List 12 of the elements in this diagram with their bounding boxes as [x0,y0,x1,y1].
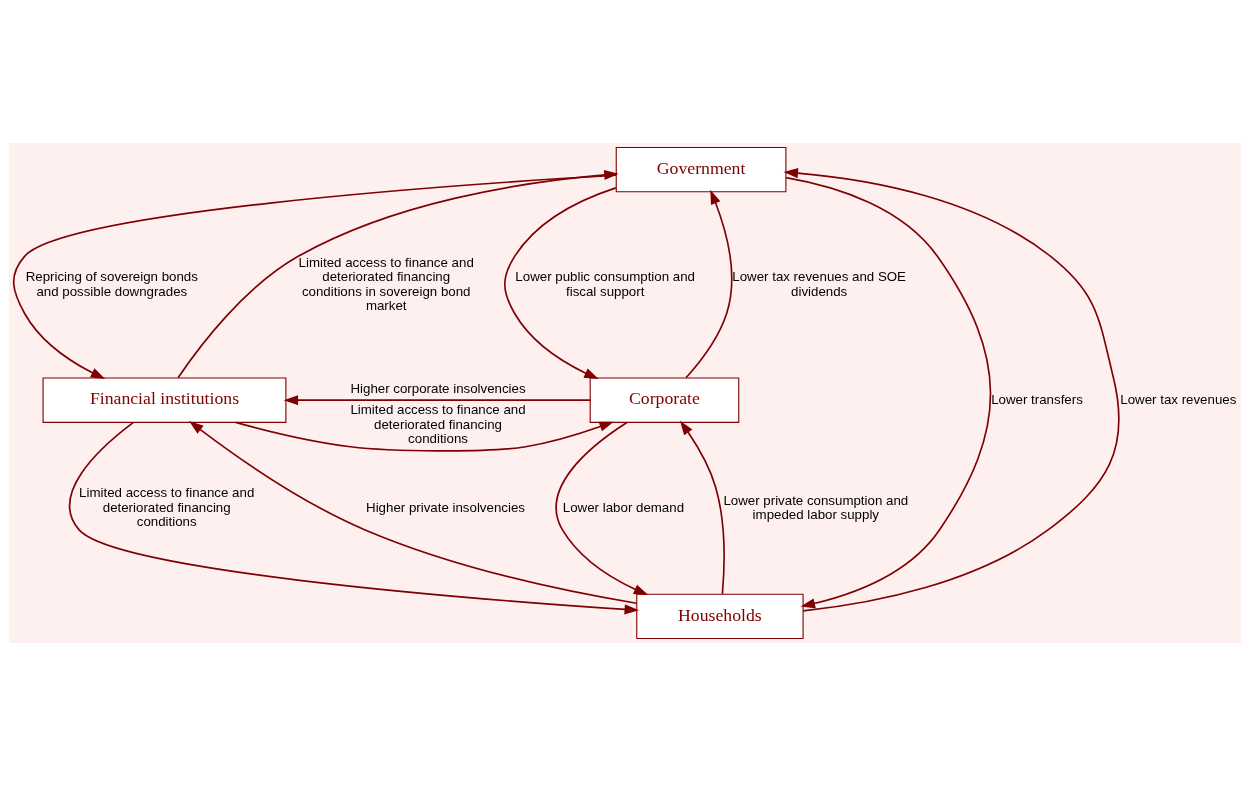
edge-label: Limited access to finance and deteriorated financing conditions [79,485,255,530]
edge-label: Limited access to finance and deteriorated financing conditions [350,402,526,446]
edge-label: Lower public consumption and fiscal support [515,269,695,299]
edge-label: Higher private insolvencies [366,499,525,515]
edge-label: Repricing of sovereign bonds and possible downgrades [25,269,198,299]
edge-label: Higher corporate insolvencies [350,381,526,397]
edge-label: Lower tax revenues and SOE dividends [732,269,906,299]
edge-label: Limited access to finance and deteriorated financing conditions in sovereign bond market [298,254,474,313]
edge-label: Lower tax revenues [1120,391,1237,407]
edge-label: Lower transfers [991,391,1083,407]
edge-label: Lower private consumption and impeded labor supply [723,492,909,522]
edge-label: Lower labor demand [562,499,685,515]
